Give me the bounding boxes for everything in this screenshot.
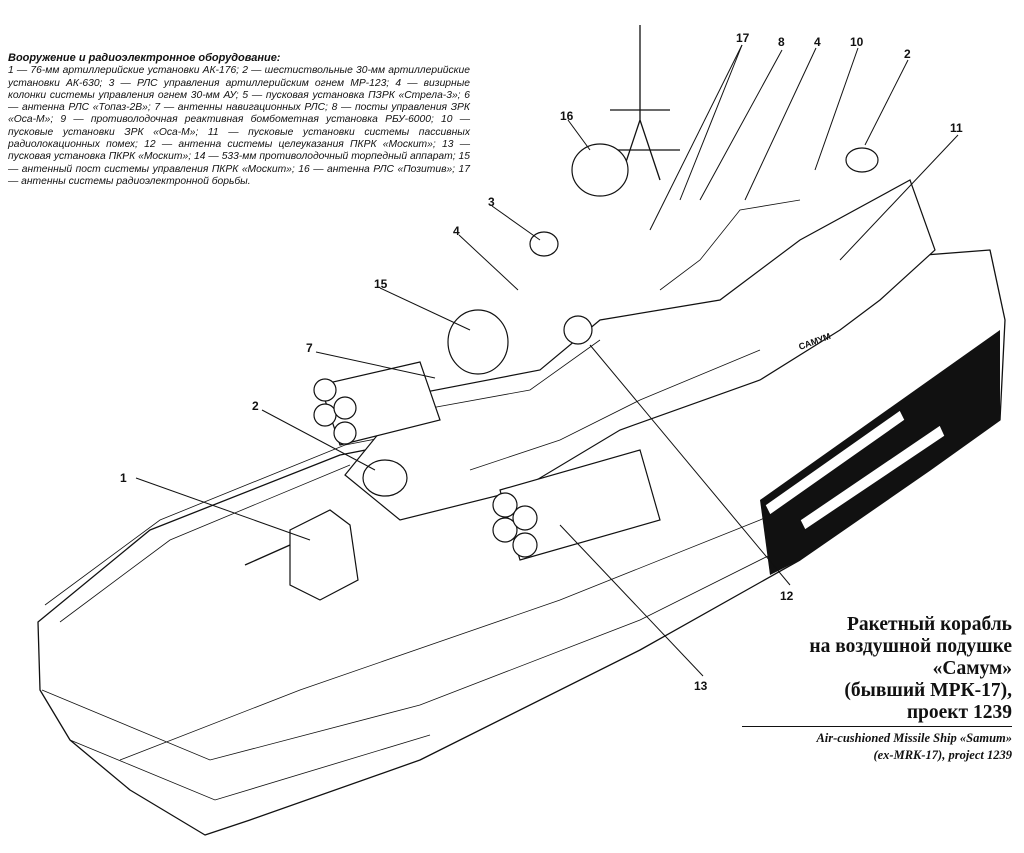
caption-russian: Ракетный корабль на воздушной подушке «С… [752,614,1012,724]
launcher-13 [492,449,661,561]
legend-title: Вооружение и радиоэлектронное оборудован… [8,52,281,64]
caption-ru-line-3: «Самум» [932,658,1012,679]
callout-7: 7 [306,341,313,355]
turret-2-rear [845,147,879,173]
side-stripe-1 [764,409,906,516]
callout-1: 1 [120,471,127,485]
dome-16 [571,143,629,197]
mast [600,25,680,181]
caption-ru-line-1: Ракетный корабль [846,614,1012,635]
main-gun-76mm [289,509,359,601]
turret-2-fwd [362,459,408,497]
dome-15 [447,309,509,375]
main-gun-barrel [244,544,291,566]
callout-8: 8 [778,35,785,49]
dome-12 [563,315,593,345]
callout-2-fwd: 2 [252,399,259,413]
leader-lines [135,44,959,677]
callout-4-rear: 4 [814,35,821,49]
callout-10: 10 [850,35,864,49]
caption-en-line-1: Air-cushioned Missile Ship «Samum» [816,731,1012,745]
callout-3: 3 [488,195,495,209]
callout-16: 16 [560,109,574,123]
callout-2-rear: 2 [904,47,911,61]
superstructure-detail [419,199,801,471]
callout-15: 15 [374,277,388,291]
caption-divider [742,726,1012,727]
callout-12: 12 [780,589,794,603]
side-panel [760,330,1000,575]
callout-11: 11 [950,121,963,135]
side-stripe-2 [799,424,946,531]
caption-ru-line-5: проект 1239 [906,702,1012,723]
caption-ru-line-2: на воздушной подушке [809,636,1012,657]
caption-ru-line-4: (бывший МРК-17), [844,680,1012,701]
callout-17: 17 [736,31,750,45]
caption-english: Air-cushioned Missile Ship «Samum» (ex-M… [752,730,1012,764]
launcher-7 [313,361,441,446]
callout-4-fwd: 4 [453,224,460,238]
caption-en-line-2: (ex-MRK-17), project 1239 [873,748,1012,762]
legend: Вооружение и радиоэлектронное оборудован… [8,52,470,188]
callout-13: 13 [694,679,708,693]
superstructure [344,179,936,521]
legend-body: 1 — 76-мм артиллерийские установки АК-17… [8,65,470,187]
